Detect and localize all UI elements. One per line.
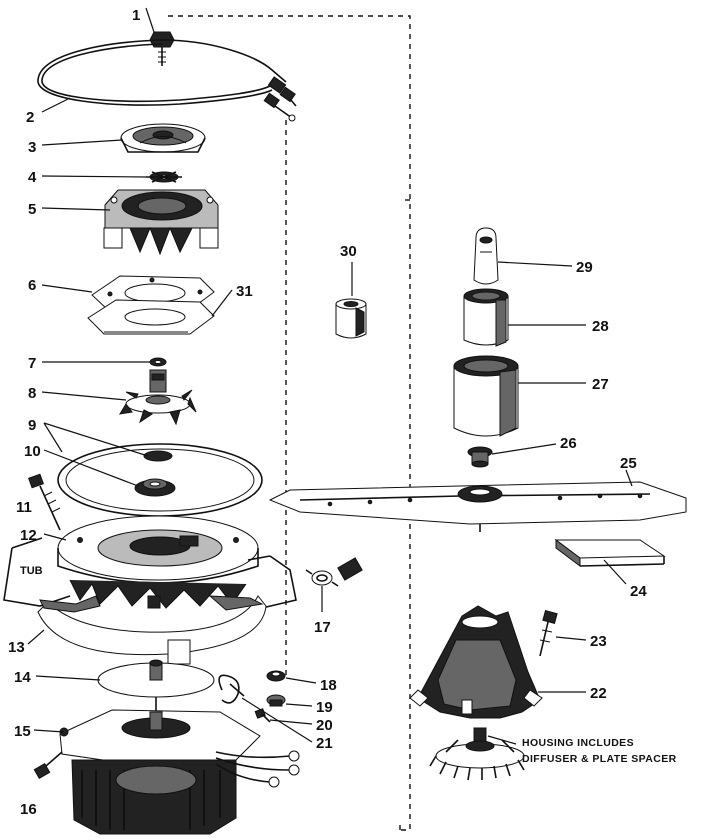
part-15-motor [59, 709, 300, 835]
part-number-labels: 1 2 3 4 5 6 31 7 8 9 10 11 12 13 14 15 1… [8, 7, 647, 818]
label-part-6: 6 [28, 277, 36, 294]
label-part-29: 29 [576, 259, 593, 276]
part-25-spray-arm [268, 481, 687, 532]
part-28-tube-upper [463, 288, 509, 347]
label-part-30: 30 [340, 243, 357, 260]
part-11-bolt [28, 473, 61, 531]
label-part-3: 3 [28, 139, 36, 156]
label-part-11: 11 [16, 499, 32, 516]
part-19-plug [266, 694, 286, 707]
label-part-4: 4 [28, 169, 37, 186]
housing-note: HOUSING INCLUDES DIFFUSER & PLATE SPACER [522, 737, 677, 765]
part-14-spray-disc [97, 659, 215, 720]
label-part-14: 14 [14, 669, 31, 686]
part-5-pump-housing [103, 189, 219, 256]
housing-note-line-2: DIFFUSER & PLATE SPACER [522, 753, 677, 765]
label-part-9: 9 [28, 417, 36, 434]
part-12-sump [57, 515, 259, 584]
label-part-19: 19 [316, 699, 333, 716]
label-part-26: 26 [560, 435, 577, 452]
part-8-impeller [119, 369, 197, 426]
part-21-clip [218, 674, 245, 704]
part-10-bearing [134, 478, 176, 497]
label-part-23: 23 [590, 633, 607, 650]
part-30-coupling [335, 298, 367, 339]
label-part-10: 10 [24, 443, 41, 460]
part-2-heating-element [37, 39, 297, 122]
part-4-star-washer [146, 171, 182, 183]
part-27-tube-lower [453, 355, 519, 437]
label-part-31: 31 [236, 283, 253, 300]
label-part-22: 22 [590, 685, 607, 702]
part-13-base-plate [37, 579, 267, 665]
part-23-bolt [539, 610, 558, 657]
part-1-terminal-nut [149, 31, 175, 66]
label-part-25: 25 [620, 455, 637, 472]
dashed-guide-lines [168, 15, 411, 831]
label-part-17: 17 [314, 619, 331, 636]
tub-section: TUB [3, 537, 297, 609]
part-29-spray-tube [473, 227, 499, 285]
label-part-21: 21 [316, 735, 333, 752]
tub-label: TUB [20, 565, 43, 577]
label-part-2: 2 [26, 109, 34, 126]
label-part-1: 1 [132, 7, 140, 24]
label-part-16: 16 [20, 801, 37, 818]
part-22-housing [409, 605, 543, 719]
part-17-hose-clamp [305, 557, 363, 587]
label-part-18: 18 [320, 677, 337, 694]
label-part-12: 12 [20, 527, 37, 544]
part-18-grommet [266, 670, 286, 682]
part-7-washer [149, 357, 167, 367]
leader-lines [27, 7, 633, 745]
label-part-8: 8 [28, 385, 36, 402]
label-part-7: 7 [28, 355, 36, 372]
label-part-27: 27 [592, 376, 609, 393]
label-part-28: 28 [592, 318, 609, 335]
part-3-cap [120, 123, 206, 153]
label-part-5: 5 [28, 201, 36, 218]
label-part-13: 13 [8, 639, 25, 656]
part-26-nut [467, 446, 493, 468]
housing-note-line-1: HOUSING INCLUDES [522, 737, 634, 749]
diffuser-plate [429, 727, 525, 781]
part-31-gasket [87, 299, 215, 335]
label-part-15: 15 [14, 723, 31, 740]
label-part-20: 20 [316, 717, 333, 734]
part-24-deflector [554, 539, 666, 567]
label-part-24: 24 [630, 583, 647, 600]
part-16-screw [33, 751, 63, 780]
